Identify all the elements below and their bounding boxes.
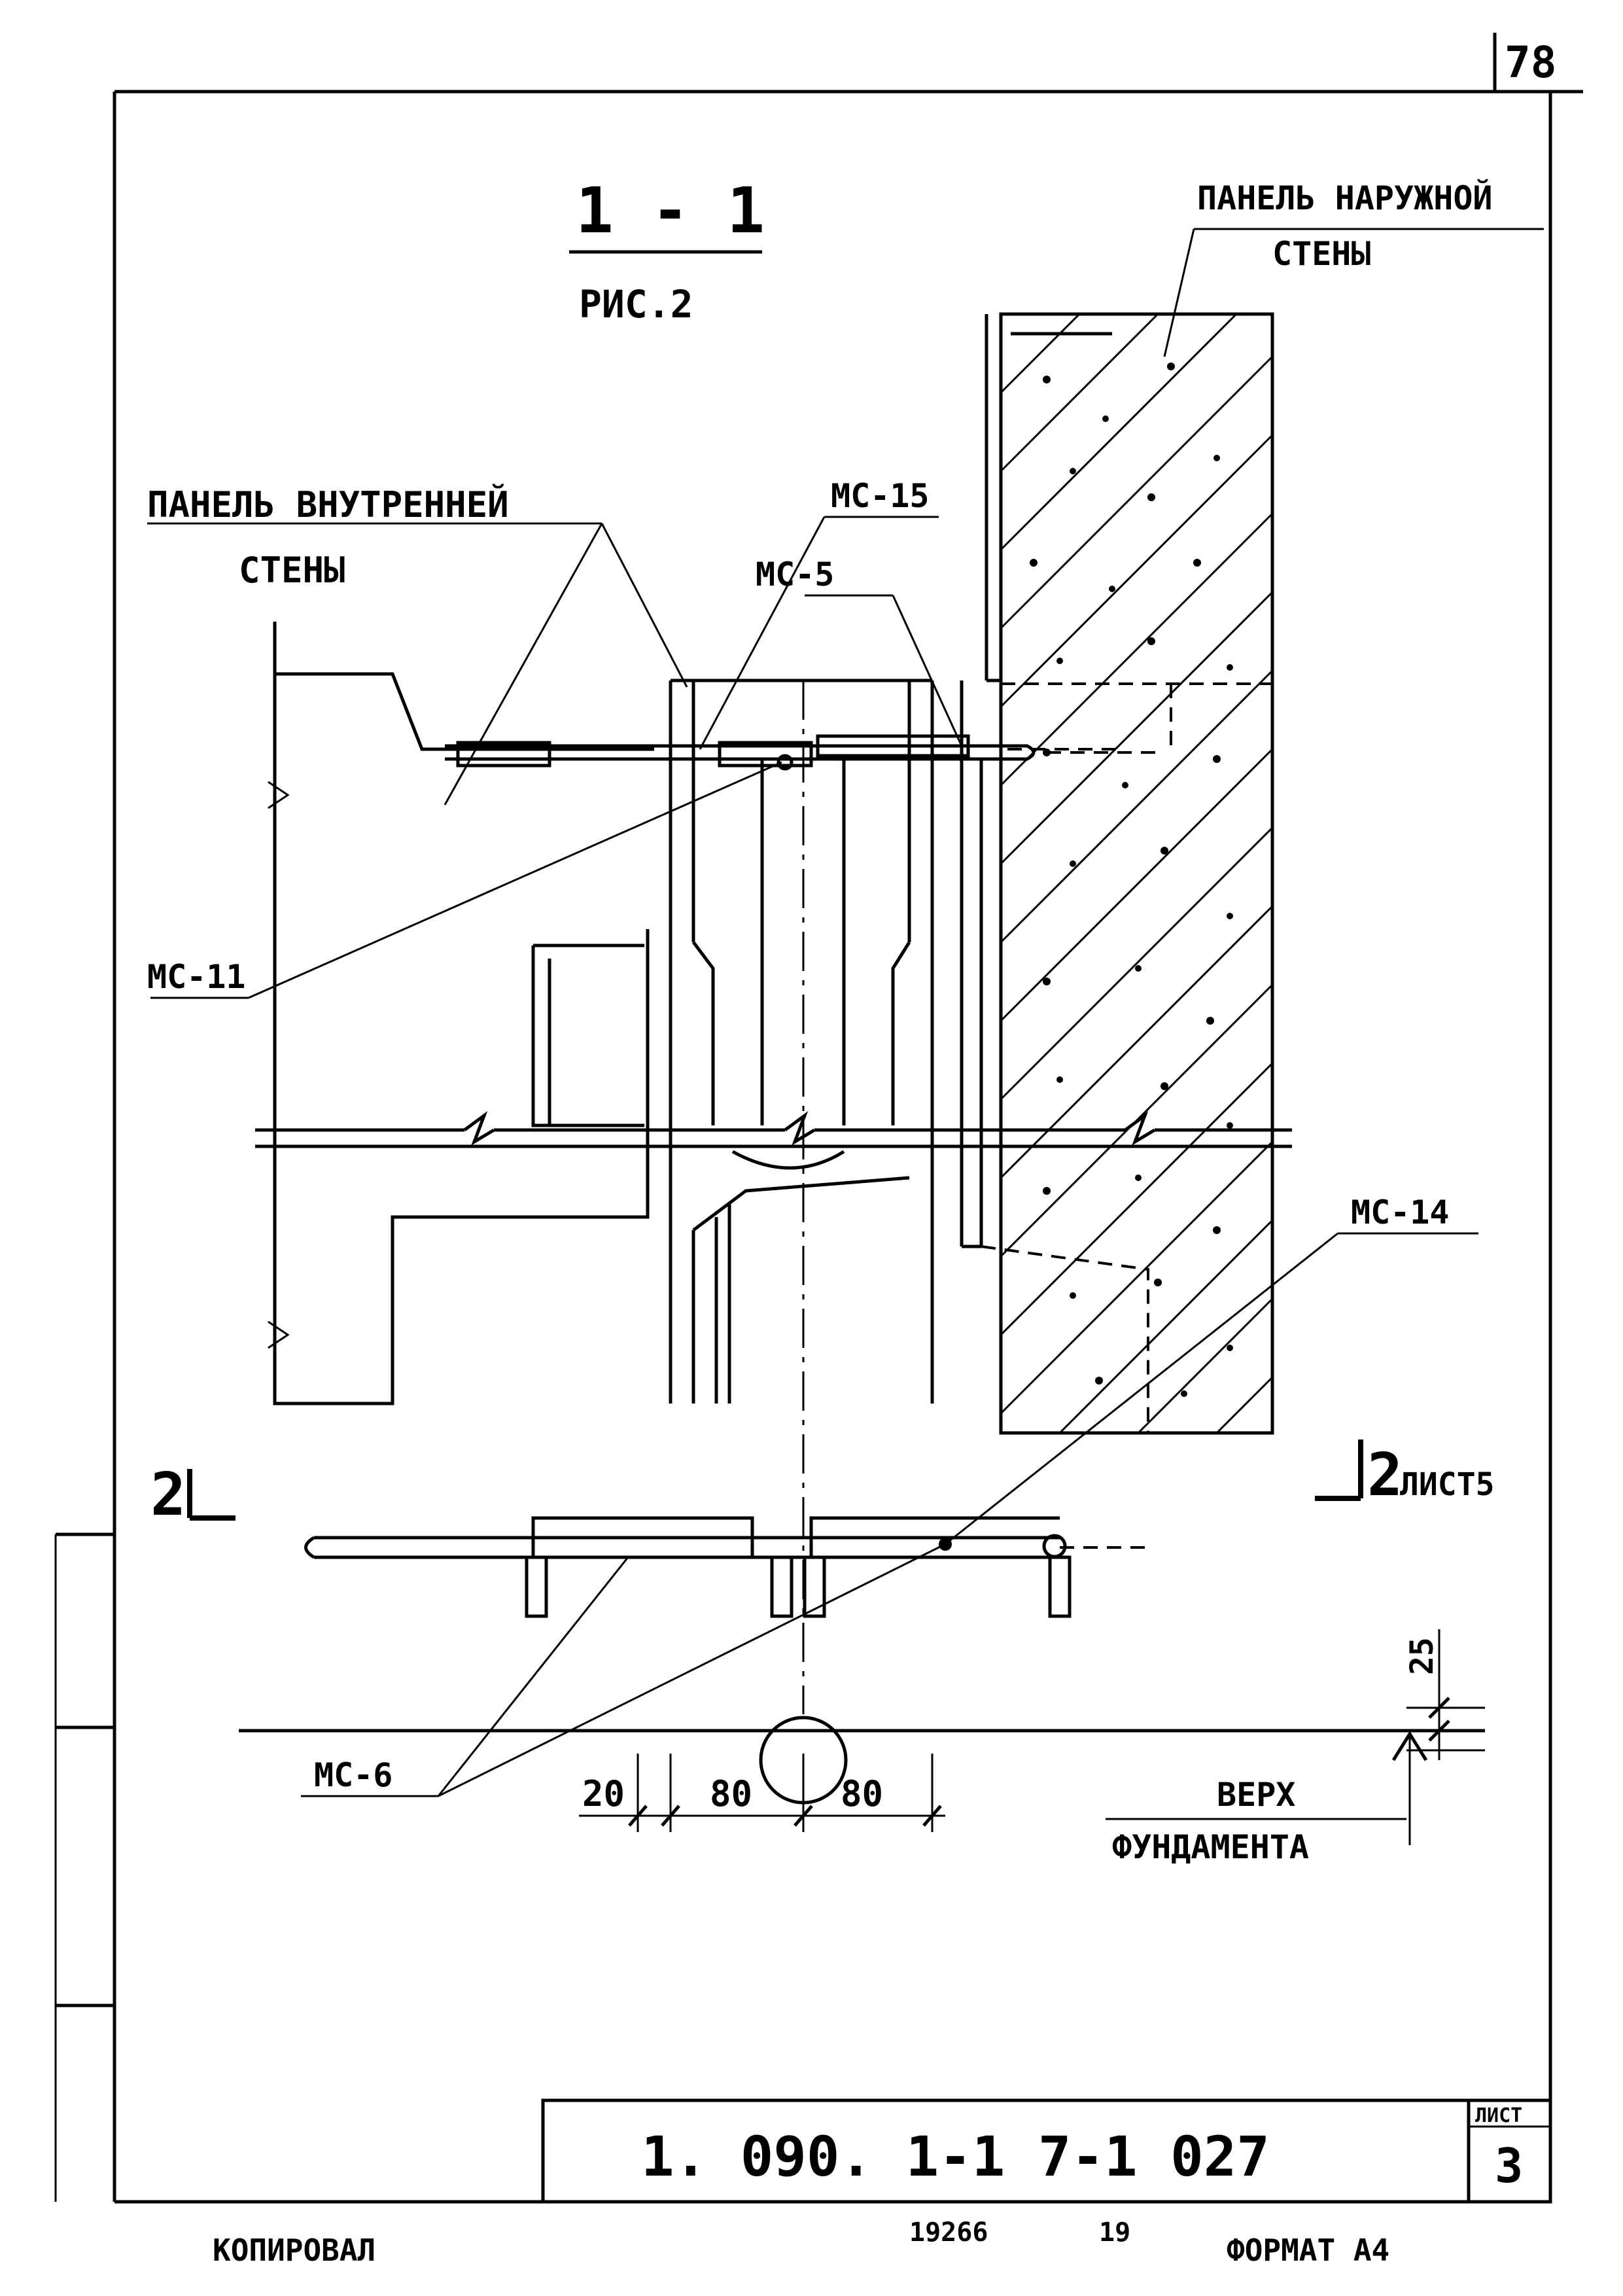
label-inner-panel-1: ПАНЕЛЬ ВНУТРЕННЕЙ: [147, 484, 509, 525]
inventory-number: 19266: [909, 2217, 988, 2248]
section-marks: [187, 1439, 1363, 1521]
margin-strips: [54, 1532, 114, 2202]
sheet-number: 3: [1495, 2138, 1523, 2193]
label-mc5: МС-5: [756, 556, 834, 593]
outer-wall-panel: [981, 312, 1274, 1435]
leader-lines: [147, 228, 1544, 1797]
sheet-frame: [113, 33, 1583, 2204]
aggregate-dots: [1030, 362, 1233, 1397]
dim-80-left: 80: [710, 1773, 752, 1814]
label-mc6: МС-6: [314, 1756, 393, 1794]
dimension-lines: [579, 1629, 1485, 1845]
dim-20: 20: [582, 1773, 625, 1814]
inner-wall-panel: [268, 622, 654, 1405]
concrete-hatch: [1000, 313, 1274, 1434]
designation: 1. 090. 1-1 7-1 027: [641, 2125, 1270, 2189]
top-tie-bars: [445, 734, 1164, 771]
copied-label: КОПИРОВАЛ: [213, 2233, 375, 2268]
label-mc14: МС-14: [1351, 1193, 1450, 1231]
section-title: 1 - 1: [576, 174, 765, 247]
inventory-sub: 19: [1099, 2217, 1130, 2248]
break-line: [255, 1111, 1292, 1148]
label-inner-panel-2: СТЕНЫ: [239, 550, 345, 591]
label-mc11: МС-11: [147, 958, 246, 996]
section-ref: РИС.2: [579, 282, 693, 327]
label-top-foundation-1: ВЕРХ: [1217, 1776, 1295, 1814]
label-mc15: МС-15: [831, 477, 930, 515]
section-mark-right: 2: [1367, 1441, 1403, 1510]
bottom-tie-bars: [304, 1516, 1151, 1618]
label-outer-panel-1: ПАНЕЛЬ НАРУЖНОЙ: [1197, 179, 1493, 217]
section-mark-right-sheet: ЛИСТ5: [1400, 1466, 1495, 1503]
format-label: ФОРМАТ А4: [1227, 2233, 1389, 2268]
vertical-joint: [669, 679, 983, 1714]
title-block: [541, 2098, 1552, 2204]
dim-25: 25: [1404, 1637, 1440, 1675]
label-outer-panel-2: СТЕНЫ: [1272, 235, 1371, 273]
section-mark-left: 2: [150, 1460, 186, 1529]
label-top-foundation-2: ФУНДАМЕНТА: [1112, 1828, 1309, 1866]
page-number: 78: [1505, 37, 1556, 88]
dim-80-right: 80: [841, 1773, 883, 1814]
sheet-label: ЛИСТ: [1475, 2104, 1522, 2127]
